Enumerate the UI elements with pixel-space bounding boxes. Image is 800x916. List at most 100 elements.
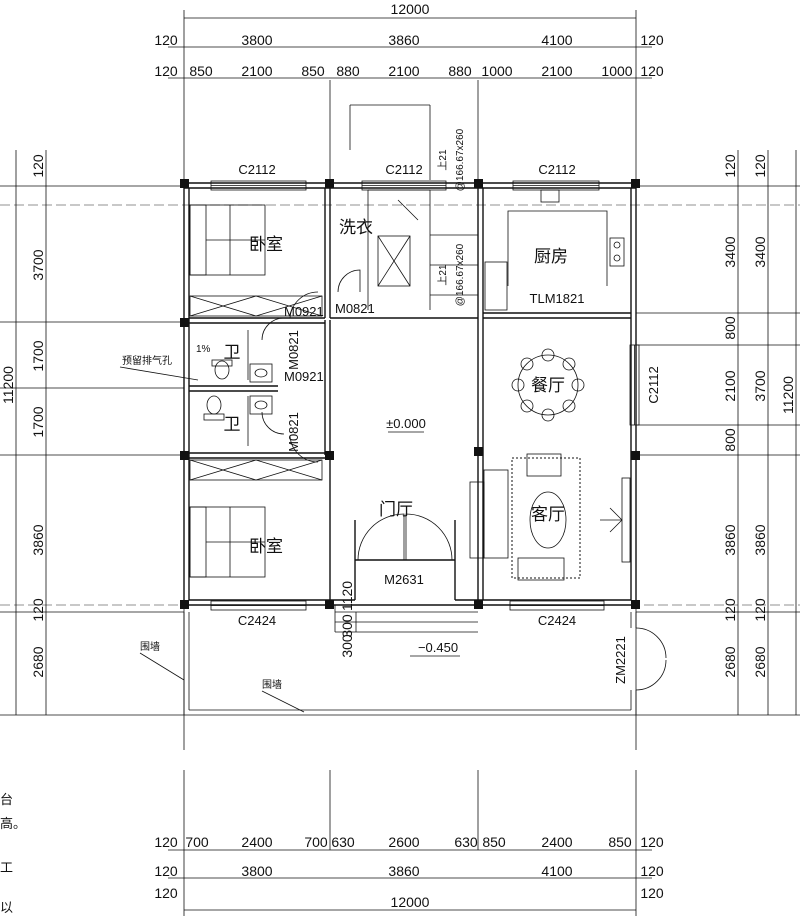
note-line-4: 以 [0, 900, 13, 915]
room-wc-top: 卫 [224, 343, 241, 362]
top-dim-2: 3800 [241, 32, 272, 48]
top2-dim-3: 2100 [241, 63, 272, 79]
left-dim-7: 2680 [30, 646, 46, 677]
right-dim-5: 800 [722, 428, 738, 452]
stairs: 上21 @166.67x260 上21 @166.67x260 [349, 104, 478, 310]
windows [210, 180, 640, 611]
room-dining: 餐厅 [531, 376, 565, 395]
bottom-dim-6: 2600 [388, 834, 419, 850]
bottom2-dim-3: 3860 [388, 863, 419, 879]
room-bedroom-bottom: 卧室 [249, 537, 283, 556]
bottom-dim-10: 850 [608, 834, 632, 850]
right-dim-7: 120 [722, 598, 738, 622]
right-dim-1: 120 [722, 154, 738, 178]
bottom-dim-7: 630 [454, 834, 478, 850]
room-wc-bottom: 卫 [224, 415, 241, 434]
bottom2-dim-5: 120 [640, 863, 664, 879]
right-outer-dim-1: 120 [752, 154, 768, 178]
elevation-porch: −0.450 [418, 640, 458, 655]
top-dimensions: 12000 120 3800 3860 4100 120 120 850 210… [154, 1, 664, 79]
bottom-dim-1: 120 [154, 834, 178, 850]
wardrobe-bottom-icon [189, 459, 323, 481]
top2-dim-4: 850 [301, 63, 325, 79]
stair-step-label-a: @166.67x260 [455, 128, 466, 191]
door-label-tlm1821: TLM1821 [530, 291, 585, 306]
right-dim-2: 3400 [722, 236, 738, 267]
left-total-dim: 11200 [0, 366, 16, 404]
axis-lines [0, 10, 800, 916]
top2-dim-1: 120 [154, 63, 178, 79]
room-foyer: 门厅 [379, 500, 413, 519]
left-dim-4: 1700 [30, 406, 46, 437]
furniture [189, 189, 631, 581]
top2-dim-11: 120 [640, 63, 664, 79]
sink-top-icon [249, 363, 273, 383]
doors [261, 269, 667, 691]
bottom-dim-5: 630 [331, 834, 355, 850]
walls [183, 182, 637, 716]
top2-dim-9: 2100 [541, 63, 572, 79]
kitchen-counter-icon [484, 189, 625, 311]
left-dim-5: 3860 [30, 524, 46, 555]
window-label-c2112-side: C2112 [646, 366, 661, 403]
side-note: 台 高。 工 以 [0, 792, 26, 915]
door-label-m0821-b: M0821 [286, 330, 301, 370]
door-label-m0821-a: M0821 [335, 301, 375, 316]
bottom-dim-2: 700 [185, 834, 209, 850]
door-label-m2631: M2631 [384, 572, 424, 587]
door-label-m0821-c: M0821 [286, 412, 301, 452]
window-label-c2112-c: C2112 [538, 162, 575, 177]
top-dim-1: 120 [154, 32, 178, 48]
right-outer-dim-5: 120 [752, 598, 768, 622]
stair-up-label-b: 上21 [437, 264, 449, 286]
sofa-icon [469, 453, 565, 581]
bottom-dim-3: 2400 [241, 834, 272, 850]
top2-dim-5: 880 [336, 63, 360, 79]
dining-table-icon [511, 348, 585, 422]
fence-label-b: 围墙 [262, 678, 282, 691]
room-laundry: 洗衣 [339, 218, 373, 237]
room-kitchen: 厨房 [534, 247, 568, 266]
top2-dim-10: 1000 [601, 63, 632, 79]
top-total-dim: 12000 [391, 1, 430, 17]
note-line-1: 台 [0, 792, 13, 807]
bottom-dim-4: 700 [304, 834, 328, 850]
bed-top-icon [189, 204, 266, 276]
note-line-3: 工 [0, 860, 13, 875]
bed-bottom-icon [189, 506, 266, 578]
rug-icon [511, 457, 581, 579]
porch-dim-1120: 1120 [339, 581, 355, 611]
bottom-total-dim: 12000 [391, 894, 430, 910]
right-outer-dim-4: 3860 [752, 524, 768, 555]
right-dim-3: 800 [722, 316, 738, 340]
bottom-dim-8: 850 [482, 834, 506, 850]
toilet-top-icon [211, 359, 233, 380]
window-label-c2424-a: C2424 [238, 613, 276, 628]
toilet-bottom-icon [203, 395, 225, 421]
annotation-labels: C2112 C2112 C2112 C2112 C2424 C2424 M092… [119, 162, 661, 713]
top2-dim-6: 2100 [388, 63, 419, 79]
right-outer-dim-3: 3700 [752, 370, 768, 401]
window-label-c2112-b: C2112 [385, 162, 422, 177]
right-outer-dim-2: 3400 [752, 236, 768, 267]
door-label-m0921-a: M0921 [284, 304, 324, 319]
top-dim-5: 120 [640, 32, 664, 48]
door-label-zm2221: ZM2221 [613, 636, 628, 684]
room-living: 客厅 [531, 505, 565, 524]
right-dimensions: 120 3400 800 2100 800 3860 120 2680 120 … [722, 150, 797, 715]
bottom3-dim-left: 120 [154, 885, 178, 901]
right-outer-dim-6: 2680 [752, 646, 768, 677]
top-dim-3: 3860 [388, 32, 419, 48]
top2-dim-7: 880 [448, 63, 472, 79]
right-dim-6: 3860 [722, 524, 738, 555]
top2-dim-8: 1000 [481, 63, 512, 79]
left-dim-6: 120 [30, 598, 46, 622]
bottom-dim-11: 120 [640, 834, 664, 850]
left-dim-3: 1700 [30, 340, 46, 371]
wardrobe-top-icon [189, 295, 323, 317]
bottom2-dim-4: 4100 [541, 863, 572, 879]
porch-dim-300-b: 300 [339, 634, 355, 658]
room-labels: 卧室 卧室 洗衣 厨房 餐厅 客厅 门厅 卫 卫 [224, 218, 569, 556]
bottom2-dim-2: 3800 [241, 863, 272, 879]
fence-label-a: 围墙 [140, 640, 160, 653]
